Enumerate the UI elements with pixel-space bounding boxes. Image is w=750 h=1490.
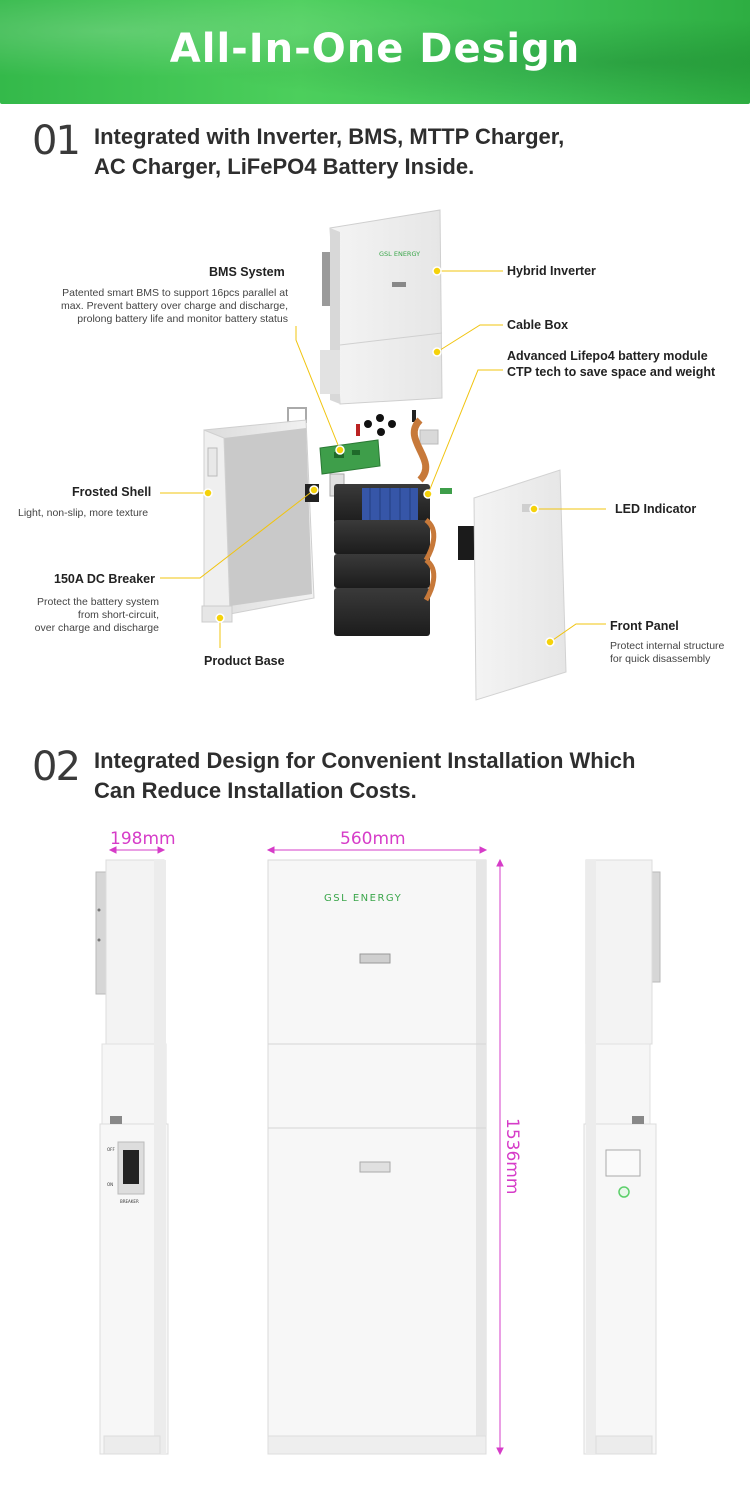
switch-on-text: ON (107, 1182, 113, 1187)
hybrid-inverter-illustration: GSL ENERGY (320, 209, 443, 405)
front-brand-text: GSL ENERGY (324, 893, 402, 904)
section-1-number: 01 (32, 118, 81, 164)
dimension-height: 1536mm (502, 1118, 522, 1195)
desc-bms-system: Patented smart BMS to support 16pcs para… (60, 287, 288, 325)
connector-parts (356, 410, 439, 445)
callout-dots (203, 266, 555, 647)
section-2-number: 02 (32, 744, 81, 790)
desc-front-panel: Protect internal structure for quick dis… (610, 640, 725, 665)
label-front-panel: Front Panel (610, 619, 679, 633)
label-hybrid-inverter: Hybrid Inverter (507, 264, 596, 278)
switch-off-text: OFF (107, 1147, 115, 1152)
desc-dc-breaker: Protect the battery system from short-ci… (34, 596, 159, 634)
frosted-shell-illustration (201, 407, 315, 623)
dimension-width: 560mm (340, 829, 406, 849)
header-banner: All-In-One Design (0, 0, 750, 104)
label-cable-box: Cable Box (507, 318, 569, 332)
label-dc-breaker: 150A DC Breaker (54, 572, 155, 586)
led-part (458, 526, 474, 560)
desc-frosted-shell: Light, non-slip, more texture (18, 507, 149, 519)
banner-title: All-In-One Design (169, 26, 581, 72)
front-panel-illustration (473, 469, 567, 701)
breaker-text: BREAKER (120, 1199, 139, 1204)
label-frosted-shell: Frosted Shell (72, 485, 152, 499)
section-1-title: Integrated with Inverter, BMS, MTTP Char… (94, 124, 565, 179)
label-bms-system: BMS System (209, 265, 285, 279)
dimension-depth: 198mm (110, 829, 176, 849)
section-2-title: Integrated Design for Convenient Install… (94, 748, 636, 803)
side-view-left: OFF ON BREAKER (95, 859, 169, 1455)
label-product-base: Product Base (204, 654, 285, 668)
callout-leaders (160, 270, 606, 648)
bms-board-illustration (319, 439, 381, 475)
inverter-brand-text: GSL ENERGY (379, 250, 420, 258)
dimension-lines (108, 846, 504, 1456)
side-view-right (583, 859, 661, 1455)
label-battery-module: Advanced Lifepo4 battery module CTP tech… (507, 349, 716, 379)
front-view: GSL ENERGY (267, 859, 487, 1455)
label-led-indicator: LED Indicator (615, 502, 697, 516)
battery-module-illustration (334, 417, 452, 636)
